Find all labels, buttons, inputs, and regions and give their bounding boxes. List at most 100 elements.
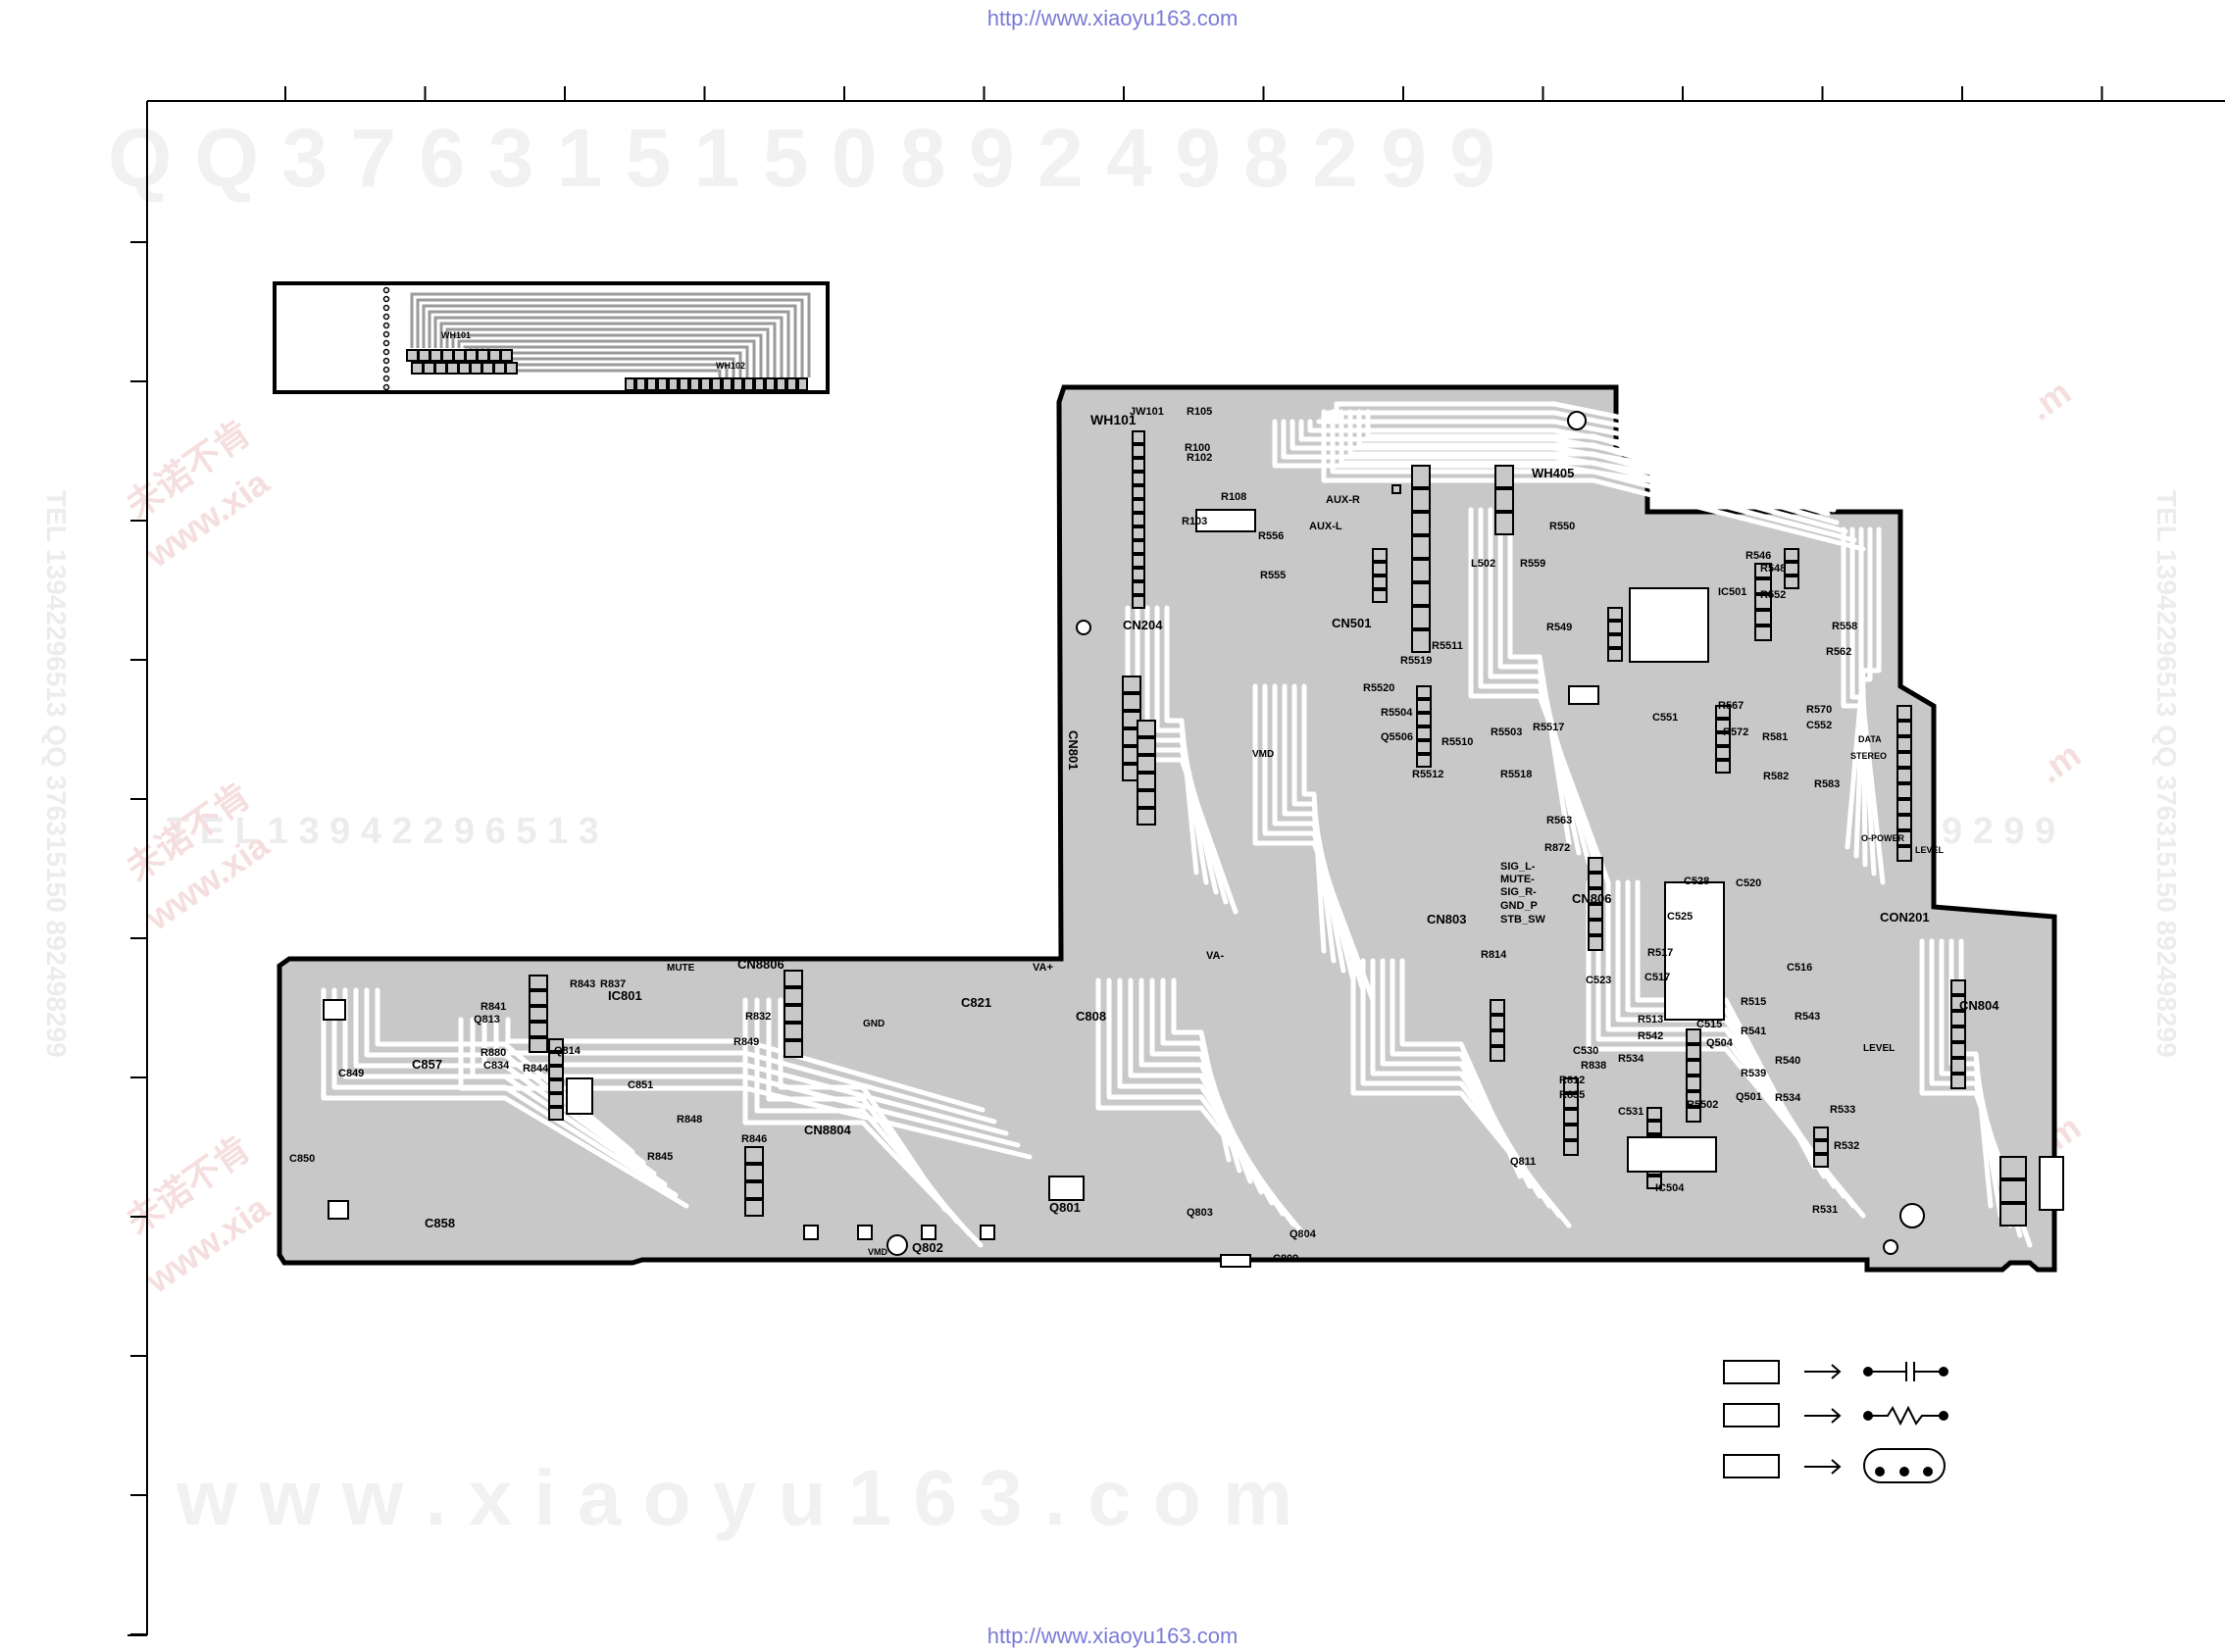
component-label-r844: R844 [523,1063,549,1075]
component-label-cn801: CN801 [1066,730,1081,770]
component-label-cn204: CN204 [1123,618,1163,632]
pad [1607,648,1623,662]
pad [1411,488,1431,512]
component-label-cn806: CN806 [1572,891,1611,906]
component-label-r532: R532 [1834,1140,1859,1152]
pad [1137,720,1156,737]
component-body [1664,881,1725,1021]
component-label-c530: C530 [1573,1045,1598,1057]
component-label-jw101: JW101 [1130,406,1164,418]
pad [1588,888,1603,904]
pad [1715,705,1731,719]
pad [1646,1107,1662,1121]
mounting-hole [886,1234,908,1256]
pad [1896,815,1912,830]
legend-box-capacitor [1723,1360,1780,1384]
copper-trace [1488,507,1592,866]
pad [1137,808,1156,826]
pin-dot [382,322,390,329]
pad [1715,732,1731,746]
component-label-q501: Q501 [1736,1091,1762,1103]
pad [744,1199,764,1217]
component-body [1568,685,1599,705]
pad [1950,1011,1966,1026]
pad [1132,458,1145,472]
pad [1646,1176,1662,1189]
footer-url: http://www.xiaoyu163.com [986,1624,1239,1648]
pad [1411,606,1431,629]
pad [1416,726,1432,740]
component-label-r550: R550 [1549,521,1575,532]
component-label-data: DATA [1858,734,1882,744]
pad [465,349,478,362]
pin-dot [382,383,390,391]
copper-trace [742,997,984,1248]
pad [1896,736,1912,752]
component-label-q504: Q504 [1706,1037,1734,1049]
pad [784,970,803,987]
component-label-r5502: R5502 [1687,1099,1718,1111]
pad [1490,1015,1505,1030]
copper-trace [493,1017,997,1125]
pad [529,1037,548,1053]
component-label-r533: R533 [1830,1104,1855,1116]
component-label-c515: C515 [1696,1019,1722,1030]
component-label-gnd: GND [863,1019,885,1029]
pad [754,377,765,391]
pad [500,349,513,362]
component-label-mute2: MUTE- [1500,874,1535,885]
pad [1132,485,1145,499]
component-label-r838: R838 [1581,1060,1606,1072]
copper-trace [1853,526,1873,859]
copper-trace [1339,409,1848,534]
pad [1411,465,1431,488]
pad [548,1093,564,1107]
pad [1494,512,1514,535]
pin-dot [382,330,390,338]
pad [1896,783,1912,799]
pad [1132,554,1145,568]
pad [1372,576,1388,589]
pad [1754,626,1772,641]
pad [1950,1042,1966,1058]
component-label-c850: C850 [289,1153,315,1165]
copper-trace [1321,409,1866,552]
pad [1784,548,1799,562]
pad [470,362,482,375]
copper-trace [1282,683,1346,974]
copper-trace [1365,409,1822,508]
pin-dot [382,304,390,312]
pad [679,377,689,391]
component-label-r5510: R5510 [1441,736,1473,748]
copper-trace [1291,683,1337,964]
trace [439,322,777,377]
copper-trace [1841,526,1886,885]
trace [463,345,749,377]
copper-trace [1272,683,1356,983]
component-label-r562: R562 [1826,646,1851,658]
pad [434,362,447,375]
component-label-r848: R848 [677,1114,702,1126]
pad [1813,1140,1829,1154]
legend [1723,1360,1948,1483]
watermark-side-right: TEL 13942296513 QQ 376315150 892498299 [2151,490,2182,1058]
component-label-c849: C849 [338,1068,364,1079]
component-label-aux_l: AUX-L [1309,521,1342,532]
trace [428,310,790,377]
trace [451,333,763,377]
component-label-r583: R583 [1814,778,1840,790]
copper-trace [1356,409,1831,517]
pad [418,349,430,362]
component-label-r563: R563 [1546,815,1572,826]
pad [1132,430,1145,444]
component-label-r100: R100 [1185,442,1210,454]
header-url: http://www.xiaoyu163.com [986,6,1239,30]
component-label-r534: R534 [1618,1053,1644,1065]
pin-dot [382,313,390,321]
pad [1686,1060,1701,1076]
pad [488,349,501,362]
pad [1563,1140,1579,1156]
copper-trace [1144,605,1219,895]
